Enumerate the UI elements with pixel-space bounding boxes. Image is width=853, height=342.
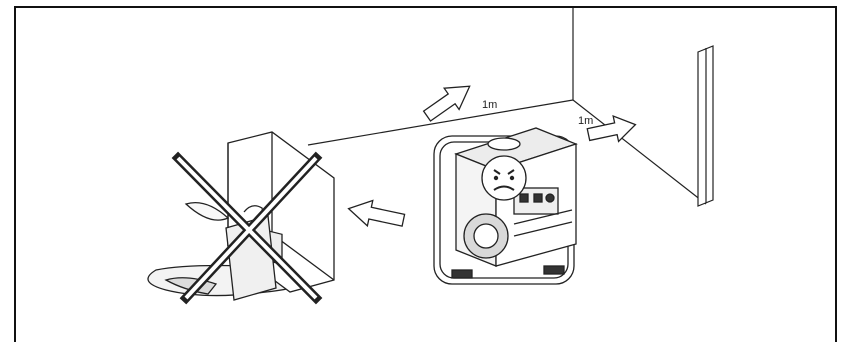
diagram-frame: 1m 1m: [14, 6, 837, 342]
clearance-side-label: 1m: [578, 116, 593, 127]
arrow-away-icon: [346, 196, 406, 233]
clearance-back-label: 1m: [482, 100, 497, 111]
side-wall-panel: [698, 46, 713, 206]
generator-placement-illustration: [16, 8, 837, 342]
generator-unit: [434, 128, 576, 284]
sad-face-icon: [482, 156, 526, 200]
arrow-side-clearance-icon: [586, 112, 638, 147]
arrow-back-clearance-icon: [420, 76, 478, 127]
